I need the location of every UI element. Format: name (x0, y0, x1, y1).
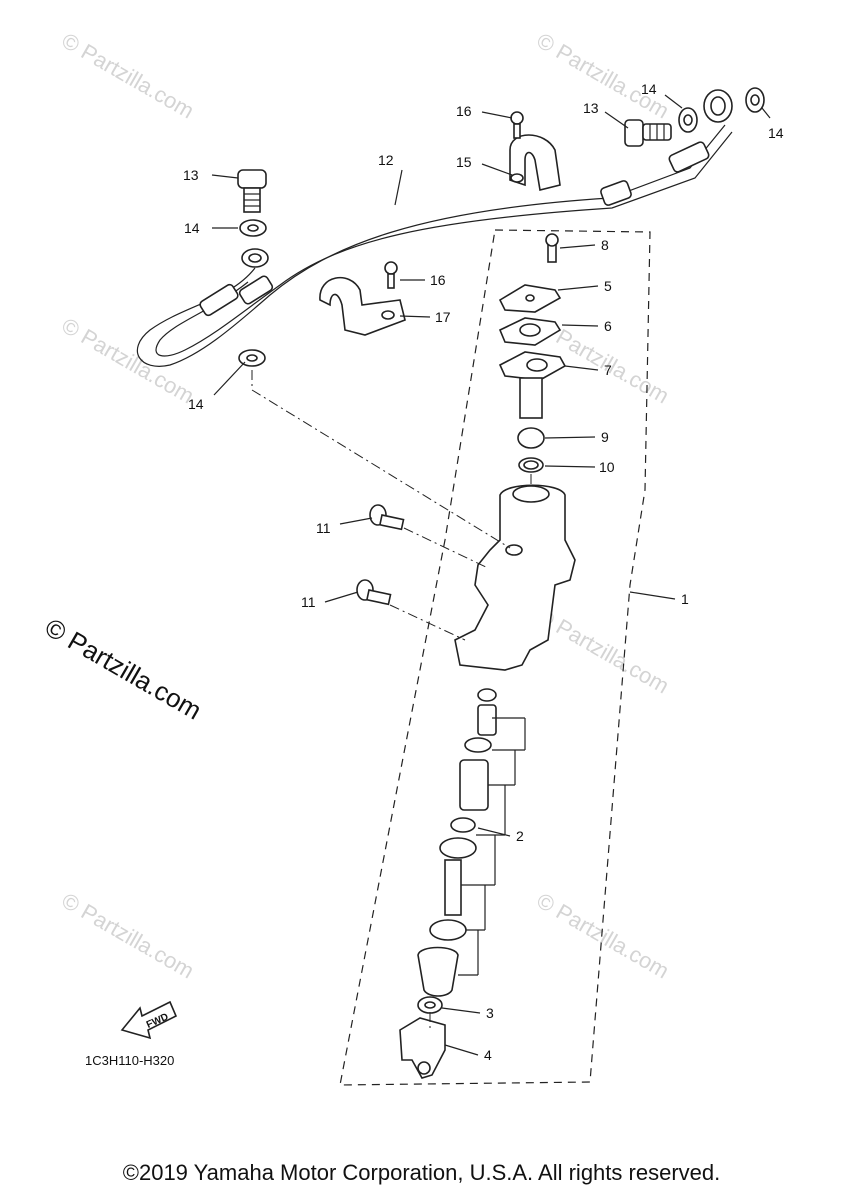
callout-3: 3 (486, 1005, 494, 1021)
piston-kit (417, 688, 497, 997)
watermark-text: © Partzilla.com (58, 313, 199, 409)
watermark-group: © Partzilla.com © Partzilla.com © Partzi… (58, 28, 674, 984)
callout-5: 5 (604, 278, 612, 294)
reservoir-components (498, 233, 567, 473)
clevis (399, 1017, 446, 1079)
diagram-code: 1C3H110-H320 (85, 1053, 175, 1068)
callout-16: 16 (430, 272, 446, 288)
banjo-bolt (624, 119, 672, 147)
center-line (403, 527, 489, 569)
screw (384, 111, 524, 289)
watermark-text: © Partzilla.com (533, 28, 674, 124)
callout-7: 7 (604, 362, 612, 378)
callout-10: 10 (599, 459, 615, 475)
brake-hose (137, 89, 733, 367)
kit-bracket-lines (458, 717, 526, 976)
callout-11: 11 (301, 594, 316, 610)
callout-16: 16 (456, 103, 472, 119)
callout-1: 1 (681, 591, 689, 607)
watermark-text: © Partzilla.com (533, 888, 674, 984)
copyright-footer: ©2019 Yamaha Motor Corporation, U.S.A. A… (122, 1160, 721, 1185)
callout-8: 8 (601, 237, 609, 253)
center-line (389, 604, 466, 641)
callout-15: 15 (456, 154, 472, 170)
callout-14: 14 (768, 125, 784, 141)
leader-lines (211, 94, 771, 1056)
mounting-bolt (356, 504, 405, 606)
nut (417, 996, 443, 1014)
callout-14: 14 (641, 81, 657, 97)
watermark-text: © Partzilla.com (58, 888, 199, 984)
callout-9: 9 (601, 429, 609, 445)
crush-washer (238, 87, 765, 367)
assembly-outline (339, 229, 651, 1086)
callout-4: 4 (484, 1047, 492, 1063)
callout-14: 14 (184, 220, 200, 236)
watermark-text: © Partzilla.com (533, 603, 674, 699)
master-cylinder-body (454, 484, 576, 671)
forward-arrow-icon: FWD (120, 1000, 178, 1040)
callout-12: 12 (378, 152, 394, 168)
callout-6: 6 (604, 318, 612, 334)
hose-clamp (319, 276, 406, 336)
hose-clamp (509, 134, 561, 191)
callout-11: 11 (316, 520, 331, 536)
callout-13: 13 (183, 167, 199, 183)
watermark-text: © Partzilla.com (58, 28, 199, 124)
center-line (251, 370, 511, 549)
banjo-bolt (237, 169, 267, 213)
callout-13: 13 (583, 100, 599, 116)
callout-labels: 1 2 3 4 5 6 7 8 9 10 11 11 12 13 13 14 1… (183, 81, 784, 1063)
callout-2: 2 (516, 828, 524, 844)
callout-17: 17 (435, 309, 451, 325)
callout-14: 14 (188, 396, 204, 412)
